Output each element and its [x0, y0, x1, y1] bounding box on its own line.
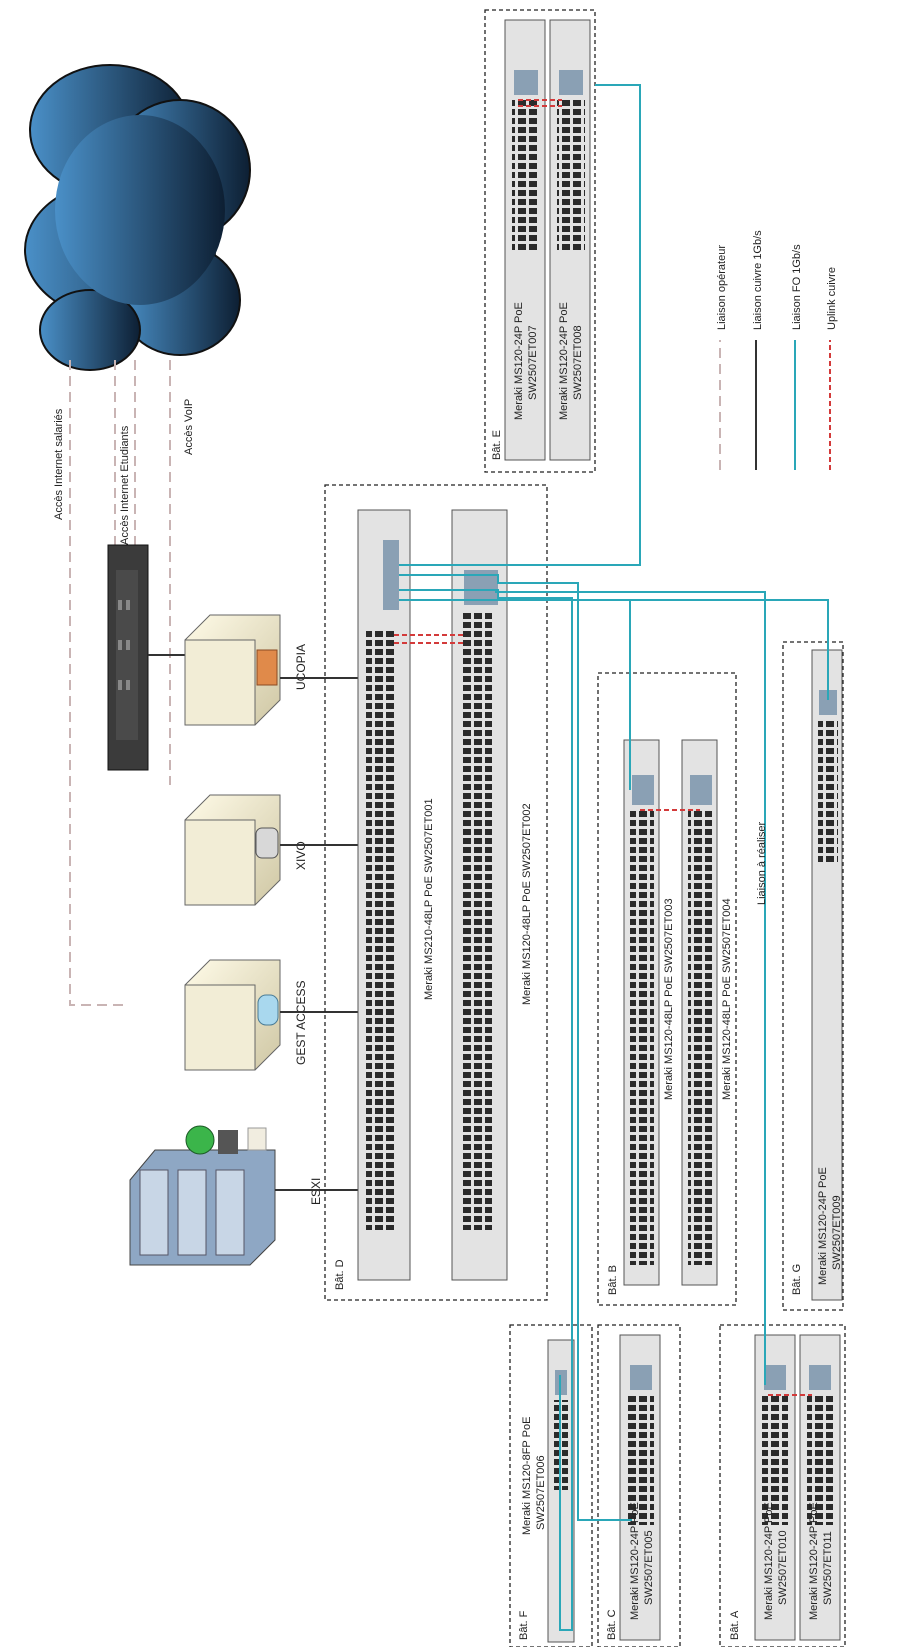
legend: Liaison opérateur Liaison cuivre 1Gb/s L…	[716, 230, 838, 470]
building-f-label: Bât. F	[518, 1610, 530, 1640]
switch-sw005	[619, 1334, 661, 1641]
gest-access-label: GEST ACCESS	[294, 981, 308, 1065]
access-voip-label: Accès VoIP	[183, 399, 195, 455]
switch-sw006-label1: Meraki MS120-8FP PoE	[521, 1417, 533, 1535]
internet-cloud-icon	[24, 64, 251, 371]
gest-access-server-icon	[184, 959, 281, 1071]
building-a-label: Bât. A	[729, 1610, 741, 1640]
building-e-box	[484, 9, 596, 473]
ucopia-server-icon	[184, 614, 281, 726]
switch-sw009-label1: Meraki MS120-24P PoE	[817, 1167, 829, 1285]
access-etudiants-label: Accès Internet Etudiants	[119, 425, 131, 545]
building-e-label: Bât. E	[491, 430, 503, 460]
switch-sw009-label2: SW2507ET009	[831, 1195, 843, 1270]
switch-sw003-label: Meraki MS120-48LP PoE SW2507ET003	[663, 898, 675, 1100]
copper-server-links	[275, 677, 358, 1191]
switch-sw005-label2: SW2507ET005	[643, 1530, 655, 1605]
legend-uplink-label: Uplink cuivre	[826, 267, 838, 330]
switch-sw010-label1: Meraki MS120-24P PoE	[763, 1502, 775, 1620]
esxi-server-icon	[129, 1125, 276, 1266]
switch-sw011-label2: SW2507ET011	[822, 1531, 834, 1605]
switch-sw007-label2: SW2507ET007	[527, 325, 539, 400]
switch-sw004	[681, 739, 718, 1286]
building-d-label: Bât. D	[334, 1259, 346, 1290]
switch-sw008-label2: SW2507ET008	[572, 325, 584, 400]
access-salaries-label: Accès Internet salariés	[53, 408, 65, 520]
building-c-box	[597, 1324, 681, 1647]
switch-sw006-label2: SW2507ET006	[535, 1455, 547, 1530]
switch-sw008	[549, 19, 591, 461]
liaison-a-realiser-label: Liaison à réaliser	[756, 822, 768, 905]
xivo-server-icon	[184, 794, 281, 906]
switch-sw001	[357, 509, 411, 1281]
ucopia-label: UCOPIA	[294, 644, 308, 690]
switch-sw002-label: Meraki MS120-48LP PoE SW2507ET002	[521, 803, 533, 1005]
uplink-links	[394, 99, 812, 1396]
operator-links	[69, 360, 171, 1006]
fiber-links	[399, 84, 829, 1631]
switch-sw009	[811, 649, 843, 1301]
switch-sw010	[754, 1334, 796, 1641]
xivo-label: XIVO	[294, 841, 308, 870]
switch-sw004-label: Meraki MS120-48LP PoE SW2507ET004	[721, 898, 733, 1100]
switch-sw002	[451, 509, 508, 1281]
legend-copper-label: Liaison cuivre 1Gb/s	[752, 230, 764, 330]
legend-operator-label: Liaison opérateur	[716, 245, 728, 330]
switch-sw011-label1: Meraki MS120-24P PoE	[808, 1502, 820, 1620]
switch-sw008-label1: Meraki MS120-24P PoE	[558, 302, 570, 420]
building-g-label: Bât. G	[791, 1264, 803, 1295]
switch-sw003	[623, 739, 660, 1286]
building-f-box	[509, 1324, 593, 1647]
switch-sw010-label2: SW2507ET010	[777, 1530, 789, 1605]
switch-sw001-label: Meraki MS210-48LP PoE SW2507ET001	[423, 798, 435, 1000]
switch-sw007-label1: Meraki MS120-24P PoE	[513, 302, 525, 420]
esxi-label: ESXI	[309, 1178, 323, 1205]
switch-sw005-label1: Meraki MS120-24P PoE	[629, 1502, 641, 1620]
building-c-label: Bât. C	[606, 1609, 618, 1640]
switch-sw011	[799, 1334, 841, 1641]
legend-fiber-label: Liaison FO 1Gb/s	[791, 244, 803, 330]
building-g-box	[782, 641, 844, 1311]
building-b-label: Bât. B	[607, 1265, 619, 1295]
switch-sw007	[504, 19, 546, 461]
building-d-box	[324, 484, 548, 1301]
router-device-icon	[107, 544, 149, 771]
